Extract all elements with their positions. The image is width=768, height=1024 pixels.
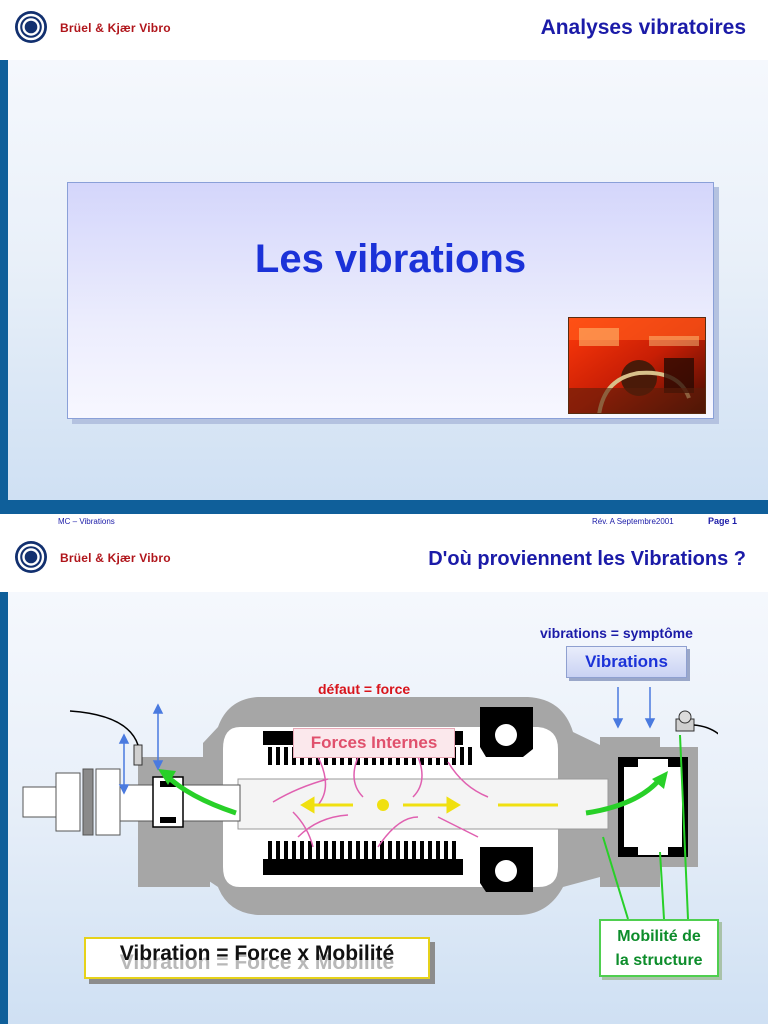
brand-name: Brüel & Kjær Vibro (60, 21, 171, 35)
formula-box: Vibration = Force x Mobilité Vibration =… (84, 937, 430, 979)
footer-revision: Rév. A Septembre2001 (592, 517, 674, 526)
defaut-label: défaut = force (318, 681, 411, 697)
mobilite-line1: Mobilité de (617, 928, 701, 945)
slide1-title: Les vibrations (254, 237, 527, 281)
footer-left: MC – Vibrations (58, 517, 115, 526)
bk-vibro-logo-icon (15, 541, 47, 573)
slide2-body: vibrations = symptôme Vibrations défaut … (0, 592, 768, 1024)
slide2-header-title: D'où proviennent les Vibrations ? (428, 548, 746, 570)
slide1-title-box: Les vibrations (67, 182, 714, 419)
slide1-left-bar (0, 60, 8, 500)
slide2-header: Brüel & Kjær Vibro D'où proviennent les … (0, 532, 768, 592)
bk-vibro-logo-icon (15, 11, 47, 43)
slide1-header-title: Analyses vibratoires (540, 16, 746, 39)
industrial-photo (568, 317, 706, 414)
formula-text: Vibration = Force x Mobilité (119, 942, 395, 965)
formula-shadow-text: Vibration = Force x Mobilité (119, 951, 395, 974)
mobilite-box: Mobilité de la structure (599, 919, 719, 977)
forces-internes-box: Forces Internes (293, 728, 455, 758)
slide1-footer: MC – Vibrations Rév. A Septembre2001 Pag… (0, 514, 768, 532)
slide1-body: Les vibrations (0, 60, 768, 500)
vibrations-box-label: Vibrations (585, 652, 668, 671)
slide1-bottom-bar (0, 500, 768, 514)
turbine-diagram (22, 687, 718, 920)
mobilite-line2: la structure (615, 952, 703, 969)
footer-page: Page 1 (708, 516, 738, 526)
symptom-label: vibrations = symptôme (540, 625, 693, 641)
forces-internes-label: Forces Internes (310, 733, 438, 752)
brand-name: Brüel & Kjær Vibro (60, 551, 171, 565)
slide1-header: Brüel & Kjær Vibro Analyses vibratoires (0, 0, 768, 60)
vibrations-box: Vibrations (566, 646, 687, 678)
slide2-left-bar (0, 592, 8, 1024)
